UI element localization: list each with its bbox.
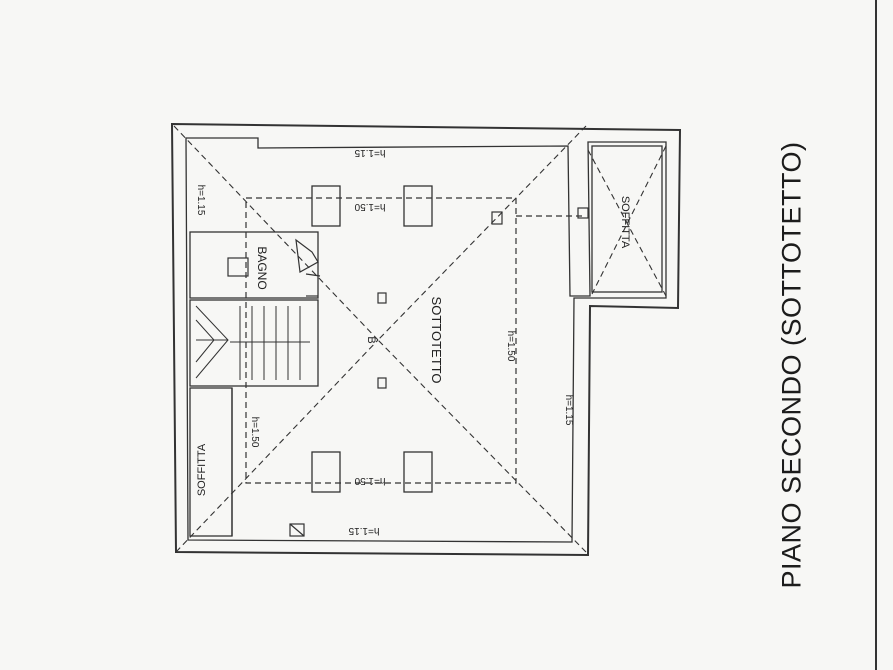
left-rooms: [189, 231, 319, 537]
sheet-border-line: [875, 0, 877, 670]
height-label-top-left: h=1.15: [195, 185, 206, 216]
ridge-markers: [289, 207, 589, 537]
outer-walls: [170, 122, 682, 557]
height-label-bottom-right: h=1.15: [563, 395, 574, 426]
room-label-soffitta-right: SOFFITTA: [619, 196, 631, 249]
height-label-inner-left: h=1.50: [249, 417, 260, 448]
room-label-sottotetto: SOTTOTETTO: [429, 297, 444, 384]
height-label-inner-right: h=1.50: [505, 331, 516, 362]
inner-height-outline: [245, 197, 586, 484]
roof-hip-lines: [173, 125, 667, 553]
sheet-title: PIANO SECONDO (SOTTOTETTO): [776, 141, 807, 589]
height-label-bottom-wall: h=1.15: [348, 525, 379, 536]
soffitta-right-room: [591, 145, 663, 293]
sink-fixture: [227, 257, 249, 277]
bagno-door: [295, 238, 321, 297]
height-label-top-wall: h=1.15: [354, 147, 385, 158]
staircase: [195, 305, 310, 380]
height-label-inner-bottom: h=1.50: [354, 475, 385, 486]
skylights: [311, 185, 433, 493]
ridge-mark-label: B: [365, 336, 377, 343]
room-label-soffitta-left: SOFFITTA: [196, 443, 208, 496]
room-label-bagno: BAGNO: [255, 246, 269, 289]
height-label-inner-top: h=1.50: [354, 201, 385, 212]
